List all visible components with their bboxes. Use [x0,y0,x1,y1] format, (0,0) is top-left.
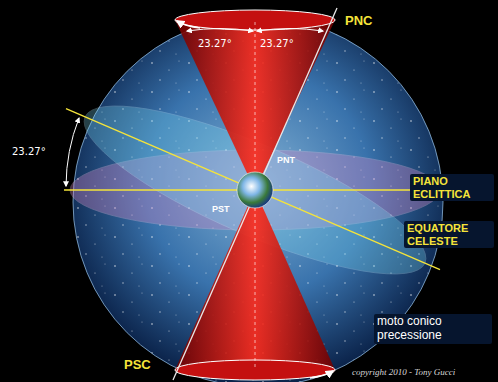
watermark: copyright 2010 - Tony Gucci [352,367,455,377]
pole-label: PSC [124,358,151,373]
pole-label: PST [212,204,230,214]
pole-label: PNT [277,155,295,165]
angle-label: 23.27° [260,38,294,50]
angle-label: 23.27° [12,146,46,158]
plane-label: PIANO ECLITTICA [410,174,494,201]
note-label: moto conico precessione [374,314,492,344]
plane-label: EQUATORE CELESTE [404,221,494,248]
pole-label: PNC [345,14,372,29]
angle-label: 23.27° [198,38,232,50]
